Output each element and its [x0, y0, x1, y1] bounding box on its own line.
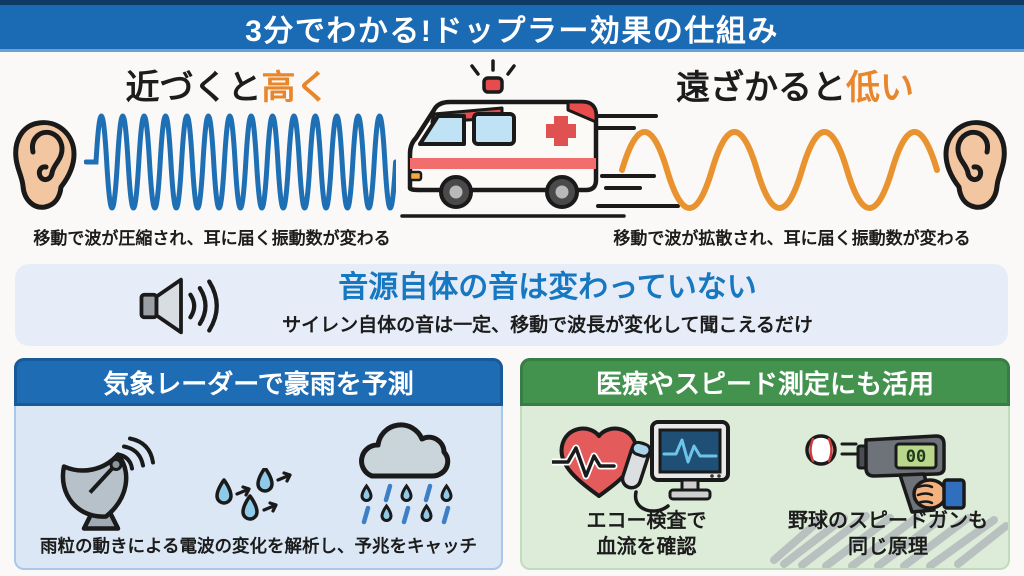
speedgun-caption-line2: 同じ原理 — [848, 536, 928, 558]
application-box-heading: 医療やスピード測定にも活用 — [595, 368, 934, 399]
source-banner-text: 音源自体の音は変わっていない サイレン自体の音は一定、移動で波長が変化して聞こえ… — [15, 271, 1008, 337]
recede-label-accent: 低い — [846, 69, 914, 107]
title-bar: 3分でわかる!ドップラー効果の仕組み — [0, 0, 1024, 52]
approach-label: 近づくと高く — [95, 60, 360, 109]
echo-caption-line1: エコー検査で — [586, 510, 707, 532]
approach-caption: 移動で波が圧縮され、耳に届く振動数が変わる — [33, 229, 391, 248]
speed-lines — [596, 114, 680, 208]
application-box-header: 医療やスピード測定にも活用 — [520, 358, 1010, 406]
approach-label-prefix: 近づくと — [125, 69, 262, 107]
ear-left-icon — [13, 120, 77, 210]
falling-rain — [360, 483, 453, 525]
scribble-highlight — [770, 512, 1008, 568]
recede-caption: 移動で波が拡散され、耳に届く振動数が変わる — [613, 229, 971, 248]
echo-caption: エコー検査で 血流を確認 — [544, 508, 749, 560]
heart-ecg-icon — [552, 420, 730, 513]
page-title: 3分でわかる!ドップラー効果の仕組み — [245, 14, 779, 48]
recede-label: 遠ざかると低い — [650, 60, 940, 109]
hand-icon — [912, 478, 966, 510]
raindrops-icon — [215, 468, 292, 521]
radar-dish-icon — [60, 436, 155, 531]
approach-label-accent: 高く — [261, 69, 330, 107]
speed-gun-icon: 00 — [805, 434, 966, 514]
ultrasound-probe-icon — [620, 440, 652, 490]
source-banner: 音源自体の音は変わっていない サイレン自体の音は一定、移動で波長が変化して聞こえ… — [15, 264, 1008, 346]
source-banner-heading: 音源自体の音は変わっていない — [338, 271, 757, 304]
ear-right-icon — [943, 120, 1007, 210]
rain-cloud-icon — [359, 422, 453, 525]
speaker-icon — [139, 277, 219, 335]
speedgun-caption-line1: 野球のスピードガンも — [788, 510, 988, 532]
source-banner-subtitle: サイレン自体の音は一定、移動で波長が変化して聞こえるだけ — [282, 314, 813, 336]
recede-label-prefix: 遠ざかると — [676, 69, 846, 107]
stretched-wave — [619, 129, 940, 211]
compressed-wave — [84, 113, 396, 211]
weather-box-heading: 気象レーダーで豪雨を予測 — [103, 368, 414, 399]
weather-box-header: 気象レーダーで豪雨を予測 — [14, 358, 503, 406]
baseball-icon — [805, 434, 837, 466]
application-box: 医療やスピード測定にも活用 — [520, 358, 1010, 570]
weather-box: 気象レーダーで豪雨を予測 — [14, 358, 503, 570]
monitor-icon — [650, 420, 730, 501]
weather-box-caption: 雨粒の動きによる電波の変化を解析し、予兆をキャッチ — [40, 536, 477, 556]
speedgun-display-value: 00 — [906, 447, 926, 467]
ambulance-icon — [400, 59, 626, 218]
echo-caption-line2: 血流を確認 — [596, 536, 697, 558]
speedgun-caption: 野球のスピードガンも 同じ原理 — [772, 508, 1004, 560]
